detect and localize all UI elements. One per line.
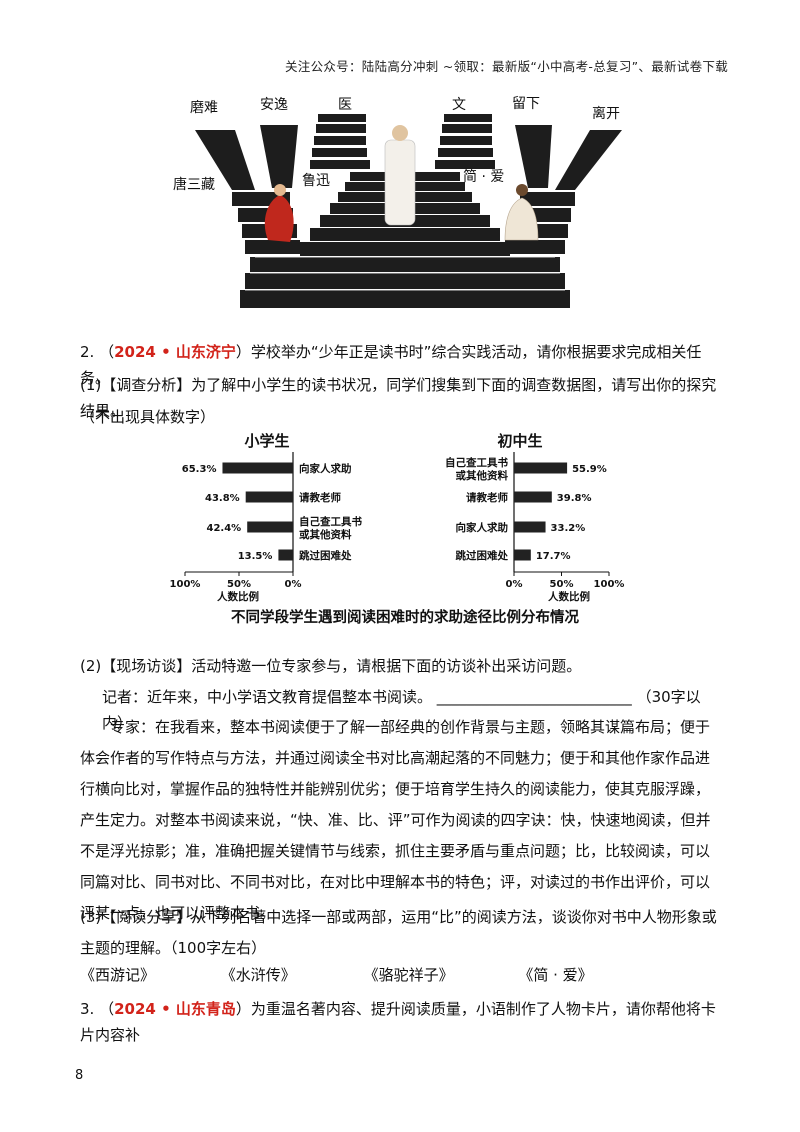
q2-stem: 2. （2024 • 山东济宁）学校举办“少年正是读书时”综合实践活动，请你根据… [80, 343, 702, 387]
label-tang-sanzang: 唐三藏 [173, 177, 215, 193]
q2-source: 2024 • 山东济宁 [114, 343, 236, 361]
chart-title-0: 小学生 [244, 432, 289, 450]
category-label: 自己查工具书 [299, 515, 362, 528]
q3-stem-text: 为重温名著内容、提升阅读质量，小语制作了人物卡片，请你帮他将卡片内容补 [80, 1000, 716, 1044]
bar [247, 521, 293, 533]
category-label: 请教老师 [466, 491, 508, 504]
figure-tang-sanzang [264, 184, 294, 242]
bar [514, 462, 568, 474]
figure-jane-eyre [504, 184, 539, 241]
expert-paragraph: 专家：在我看来，整本书阅读便于了解一部经典的创作背景与主题，领略其谋篇布局；便于… [80, 718, 711, 922]
category-label: 或其他资料 [299, 528, 352, 541]
label-ease: 安逸 [260, 97, 288, 113]
q2-part1: (1)【调查分析】为了解中小学生的读书状况，同学们搜集到下面的调查数据图，请写出… [80, 376, 717, 420]
bar [245, 491, 293, 503]
x-tick-label: 100% [170, 579, 201, 590]
bar [222, 462, 293, 474]
label-lu-xun: 鲁迅 [302, 173, 330, 189]
category-label: 或其他资料 [456, 469, 509, 482]
bar [278, 549, 293, 561]
data-label: 39.8% [557, 493, 592, 504]
data-label: 55.9% [572, 464, 607, 475]
book-list: 《西游记》 《水浒传》 《骆驼祥子》 《简 · 爱》 [80, 964, 593, 985]
data-label: 43.8% [205, 493, 240, 504]
x-axis-label-0: 人数比例 [217, 590, 259, 603]
q2-part2: (2)【现场访谈】活动特邀一位专家参与，请根据下面的访谈补出采访问题。 [80, 657, 582, 675]
x-axis-label-1: 人数比例 [548, 590, 590, 603]
q2-reporter-line: 记者：近年来，中小学语文教育提倡整本书阅读。 _________________… [102, 684, 720, 736]
x-tick-label: 0% [506, 579, 523, 590]
data-label: 17.7% [536, 551, 571, 562]
book-xiyouji: 《西游记》 [80, 966, 156, 984]
staircase-image [195, 114, 622, 308]
label-jane-eyre: 简 · 爱 [463, 169, 505, 185]
data-label: 33.2% [551, 523, 586, 534]
right-stairs [505, 125, 622, 254]
step-highlights [245, 256, 565, 291]
page-number: 8 [75, 1068, 84, 1083]
q3-stem: 3. （2024 • 山东青岛）为重温名著内容、提升阅读质量，小语制作了人物卡片… [80, 1000, 716, 1044]
q3-number: 3. [80, 1000, 95, 1018]
x-tick-label: 0% [285, 579, 302, 590]
arm-medicine [310, 114, 370, 169]
x-tick-label: 50% [550, 579, 574, 590]
header-note: 关注公众号：陆陆高分冲刺 ~领取：最新版“小中高考-总复习”、最新试卷下载 [284, 59, 728, 74]
q2-number: 2. [80, 343, 95, 361]
arm-literature [435, 114, 495, 169]
x-tick-label: 100% [594, 579, 625, 590]
chart-title-1: 初中生 [497, 432, 542, 450]
q2-part3: (3)【阅读分享】从下列名著中选择一部或两部，运用“比”的阅读方法，谈谈你对书中… [80, 908, 717, 957]
answer-blank[interactable]: __________________________ [436, 688, 632, 706]
q2-part1-note: （不出现具体数字） [80, 408, 216, 426]
reporter-text: 记者：近年来，中小学语文教育提倡整本书阅读。 [102, 688, 433, 706]
category-label: 向家人求助 [299, 462, 352, 475]
bar [514, 521, 546, 533]
book-shuihuzhuan: 《水浒传》 [220, 966, 296, 984]
q2-stem-text: 学校举办“少年正是读书时”综合实践活动，请你根据要求完成相关任务。 [80, 343, 702, 387]
data-label: 13.5% [238, 551, 273, 562]
label-hardship: 磨难 [190, 100, 218, 116]
q3-source: 2024 • 山东青岛 [114, 1000, 236, 1018]
category-label: 向家人求助 [456, 521, 509, 534]
bar [514, 549, 531, 561]
book-luotuoxiangzi: 《骆驼祥子》 [363, 966, 454, 984]
book-jane-eyre: 《简 · 爱》 [518, 966, 593, 984]
reading-help-chart: 小学生 100% 50% 0% 人数比例 65.3% 向家人求助 43.8% 请教老师 42.4%… [170, 432, 625, 626]
label-medicine: 医 [338, 97, 352, 113]
data-label: 42.4% [207, 523, 242, 534]
category-label: 跳过困难处 [456, 549, 509, 562]
category-label: 自己查工具书 [445, 456, 508, 469]
bar [514, 491, 552, 503]
category-label: 跳过困难处 [299, 549, 352, 562]
chart-caption: 不同学段学生遇到阅读困难时的求助途径比例分布情况 [231, 608, 579, 626]
figure-lu-xun [384, 125, 416, 226]
staircase-illustration: 磨难 安逸 医 文 留下 离开 唐三藏 鲁迅 简 · 爱 [160, 90, 640, 315]
label-stay: 留下 [512, 96, 540, 112]
category-label: 请教老师 [299, 491, 341, 504]
x-tick-label: 50% [227, 579, 251, 590]
label-leave: 离开 [592, 106, 620, 122]
label-literature: 文 [452, 97, 466, 113]
data-label: 65.3% [182, 464, 217, 475]
blank-limit: （30字以内） [102, 688, 701, 732]
